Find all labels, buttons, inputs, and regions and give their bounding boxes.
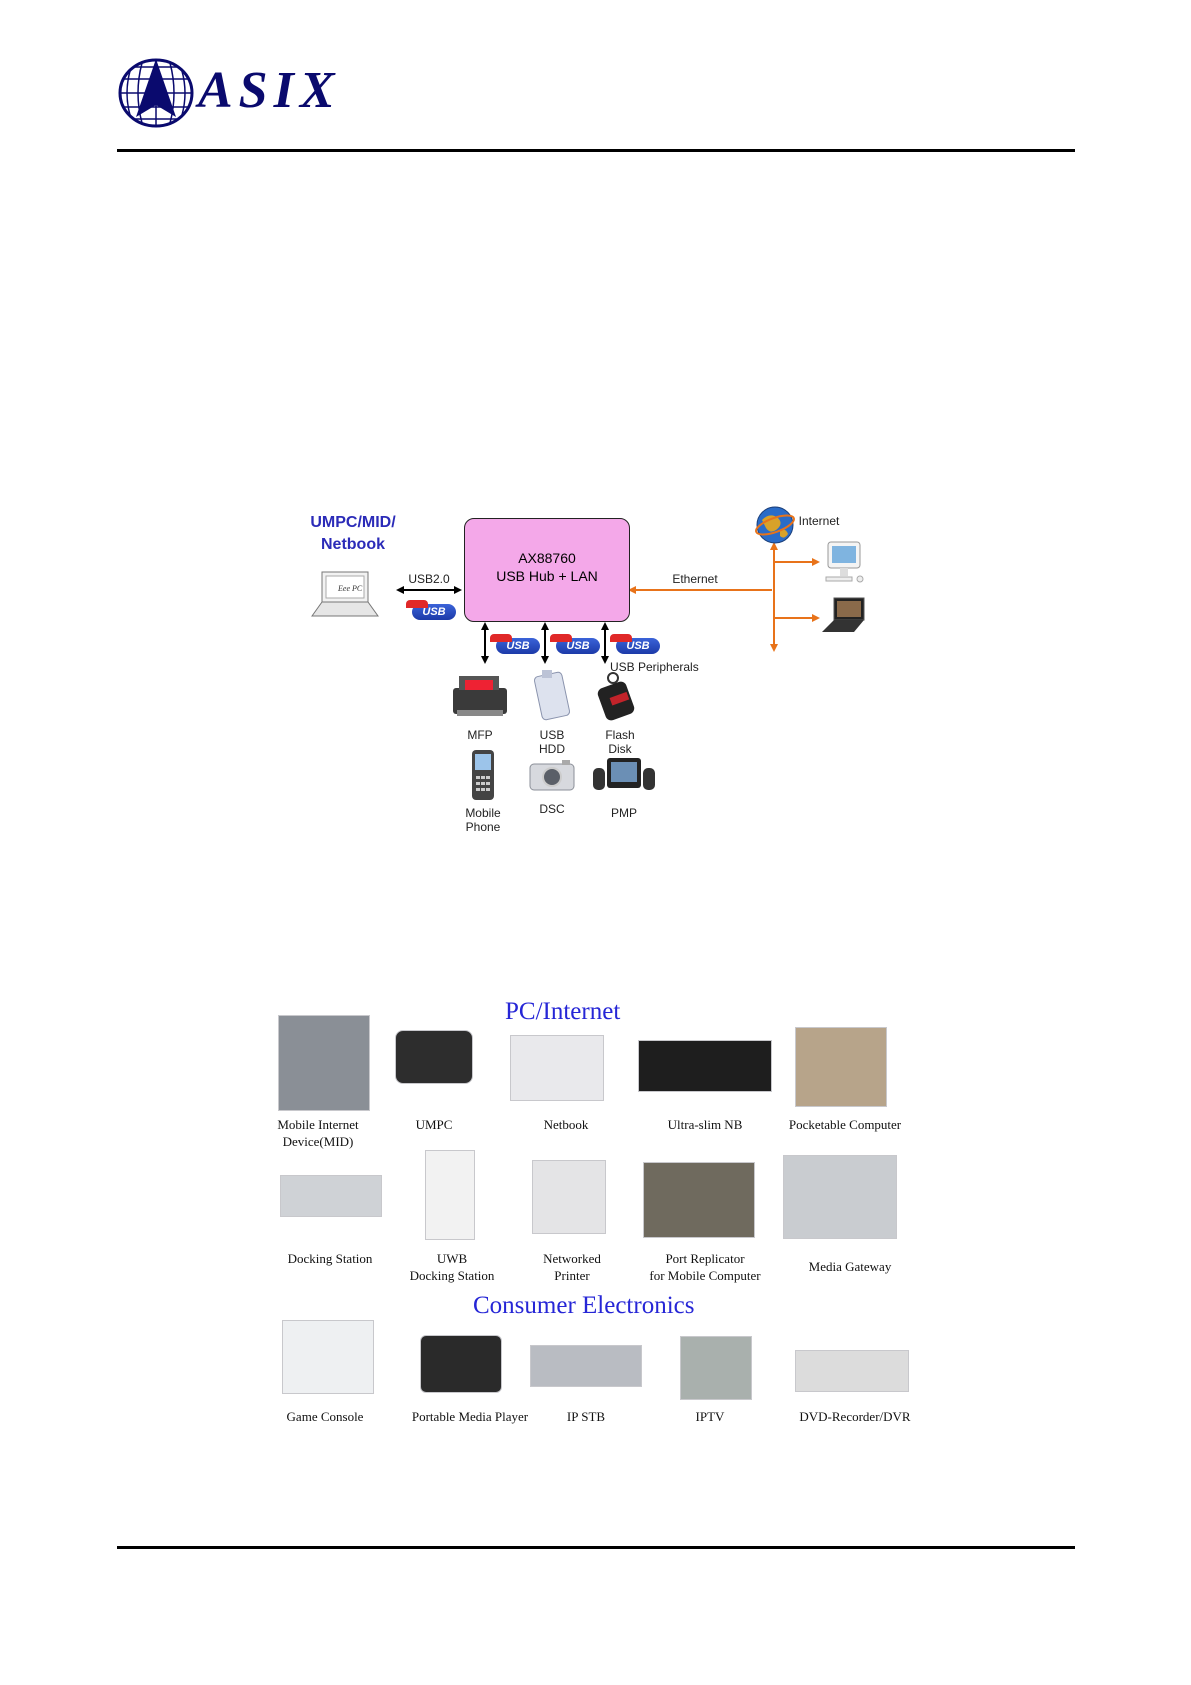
device-mfp: MFP: [440, 670, 520, 742]
app-label: Docking Station: [287, 1251, 373, 1266]
app-label: Media Gateway: [808, 1259, 892, 1274]
pc-internet-title: PC/Internet: [505, 998, 621, 1025]
uwb-docking-station-photo: [425, 1150, 475, 1240]
iptv-photo: [680, 1336, 752, 1400]
ip-stb-photo: [530, 1345, 642, 1387]
device-pmp: PMP: [584, 752, 664, 820]
svg-text:Eee PC: Eee PC: [337, 584, 363, 593]
app-label: IP STB: [566, 1409, 606, 1424]
internet-label: Internet: [798, 514, 840, 528]
consumer-electronics-title: Consumer Electronics: [473, 1292, 695, 1319]
netbook-photo: [510, 1035, 604, 1101]
camera-icon: [529, 760, 575, 791]
desktop-computer-icon: [825, 541, 864, 583]
device-label: PMP: [610, 806, 637, 820]
app-label: IPTV: [695, 1409, 725, 1424]
hard-drive-icon: [533, 670, 571, 721]
app-label: Pocketable Computer: [788, 1117, 902, 1132]
pocketable-computer-photo: [795, 1027, 887, 1107]
diagram-connectors: [396, 542, 820, 664]
logo-wordmark: ASIX: [198, 62, 341, 119]
media-player-icon: [593, 758, 655, 790]
netbook-icon: Eee PC: [311, 571, 379, 617]
device-dsc: DSC: [520, 758, 584, 816]
device-mobile-phone: Mobile Phone: [450, 748, 516, 834]
ethernet-label: Ethernet: [672, 572, 718, 586]
laptop-icon: [822, 597, 865, 632]
ax88760-chip: AX88760 USB Hub + LAN: [464, 518, 630, 622]
device-usb-hdd: USB HDD: [520, 668, 584, 756]
app-label: UMPC: [415, 1117, 453, 1132]
dvd-recorder-photo: [795, 1350, 909, 1392]
asix-globe-icon: [118, 58, 194, 128]
app-label: Game Console: [286, 1409, 364, 1424]
usb-logo-icon: USB: [610, 634, 660, 654]
docking-station-photo: [280, 1175, 382, 1217]
mobile-phone-icon: [472, 750, 494, 800]
usb-logo-icon: USB: [406, 600, 456, 620]
usb-logo-icon: USB: [550, 634, 600, 654]
app-label: DVD-Recorder/DVR: [799, 1409, 911, 1424]
device-label: Flash Disk: [605, 728, 635, 756]
port-replicator-photo: [643, 1162, 755, 1238]
umpc-photo: [395, 1030, 473, 1084]
media-gateway-photo: [783, 1155, 897, 1239]
networked-printer-photo: [532, 1160, 606, 1234]
printer-icon: [453, 676, 507, 716]
footer-rule: [117, 1546, 1075, 1549]
device-label: USB HDD: [539, 728, 565, 756]
app-label: Networked Printer: [543, 1251, 601, 1283]
app-label: Mobile Internet Device(MID): [277, 1117, 359, 1149]
usb-link-label: USB2.0: [408, 572, 450, 586]
app-label: Netbook: [543, 1117, 589, 1132]
mid-photo: [278, 1015, 370, 1111]
logo: ASIX: [118, 57, 353, 128]
chip-model: AX88760: [518, 550, 576, 566]
app-label: Ultra-slim NB: [667, 1117, 743, 1132]
app-label: UWB Docking Station: [409, 1251, 495, 1283]
app-label: Portable Media Player: [411, 1409, 529, 1424]
usb-peripherals-label: USB Peripherals: [610, 660, 699, 674]
header-rule: [117, 149, 1075, 152]
portable-media-player-photo: [420, 1335, 502, 1393]
device-label: DSC: [539, 802, 565, 816]
globe-icon: [755, 506, 795, 544]
chip-function: USB Hub + LAN: [496, 568, 598, 584]
flash-disk-icon: [597, 672, 635, 721]
game-console-photo: [282, 1320, 374, 1394]
device-label: MFP: [467, 728, 493, 742]
host-label: UMPC/MID/ Netbook: [310, 514, 396, 553]
block-diagram: UMPC/MID/ Netbook Eee PC USB2.0 USB AX88…: [300, 500, 900, 870]
app-label: Port Replicator for Mobile Computer: [649, 1251, 761, 1283]
device-label: Mobile Phone: [465, 806, 501, 834]
usb-logo-icon: USB: [490, 634, 540, 654]
ultraslim-nb-photo: [638, 1040, 772, 1092]
device-flash-disk: Flash Disk: [584, 670, 656, 756]
